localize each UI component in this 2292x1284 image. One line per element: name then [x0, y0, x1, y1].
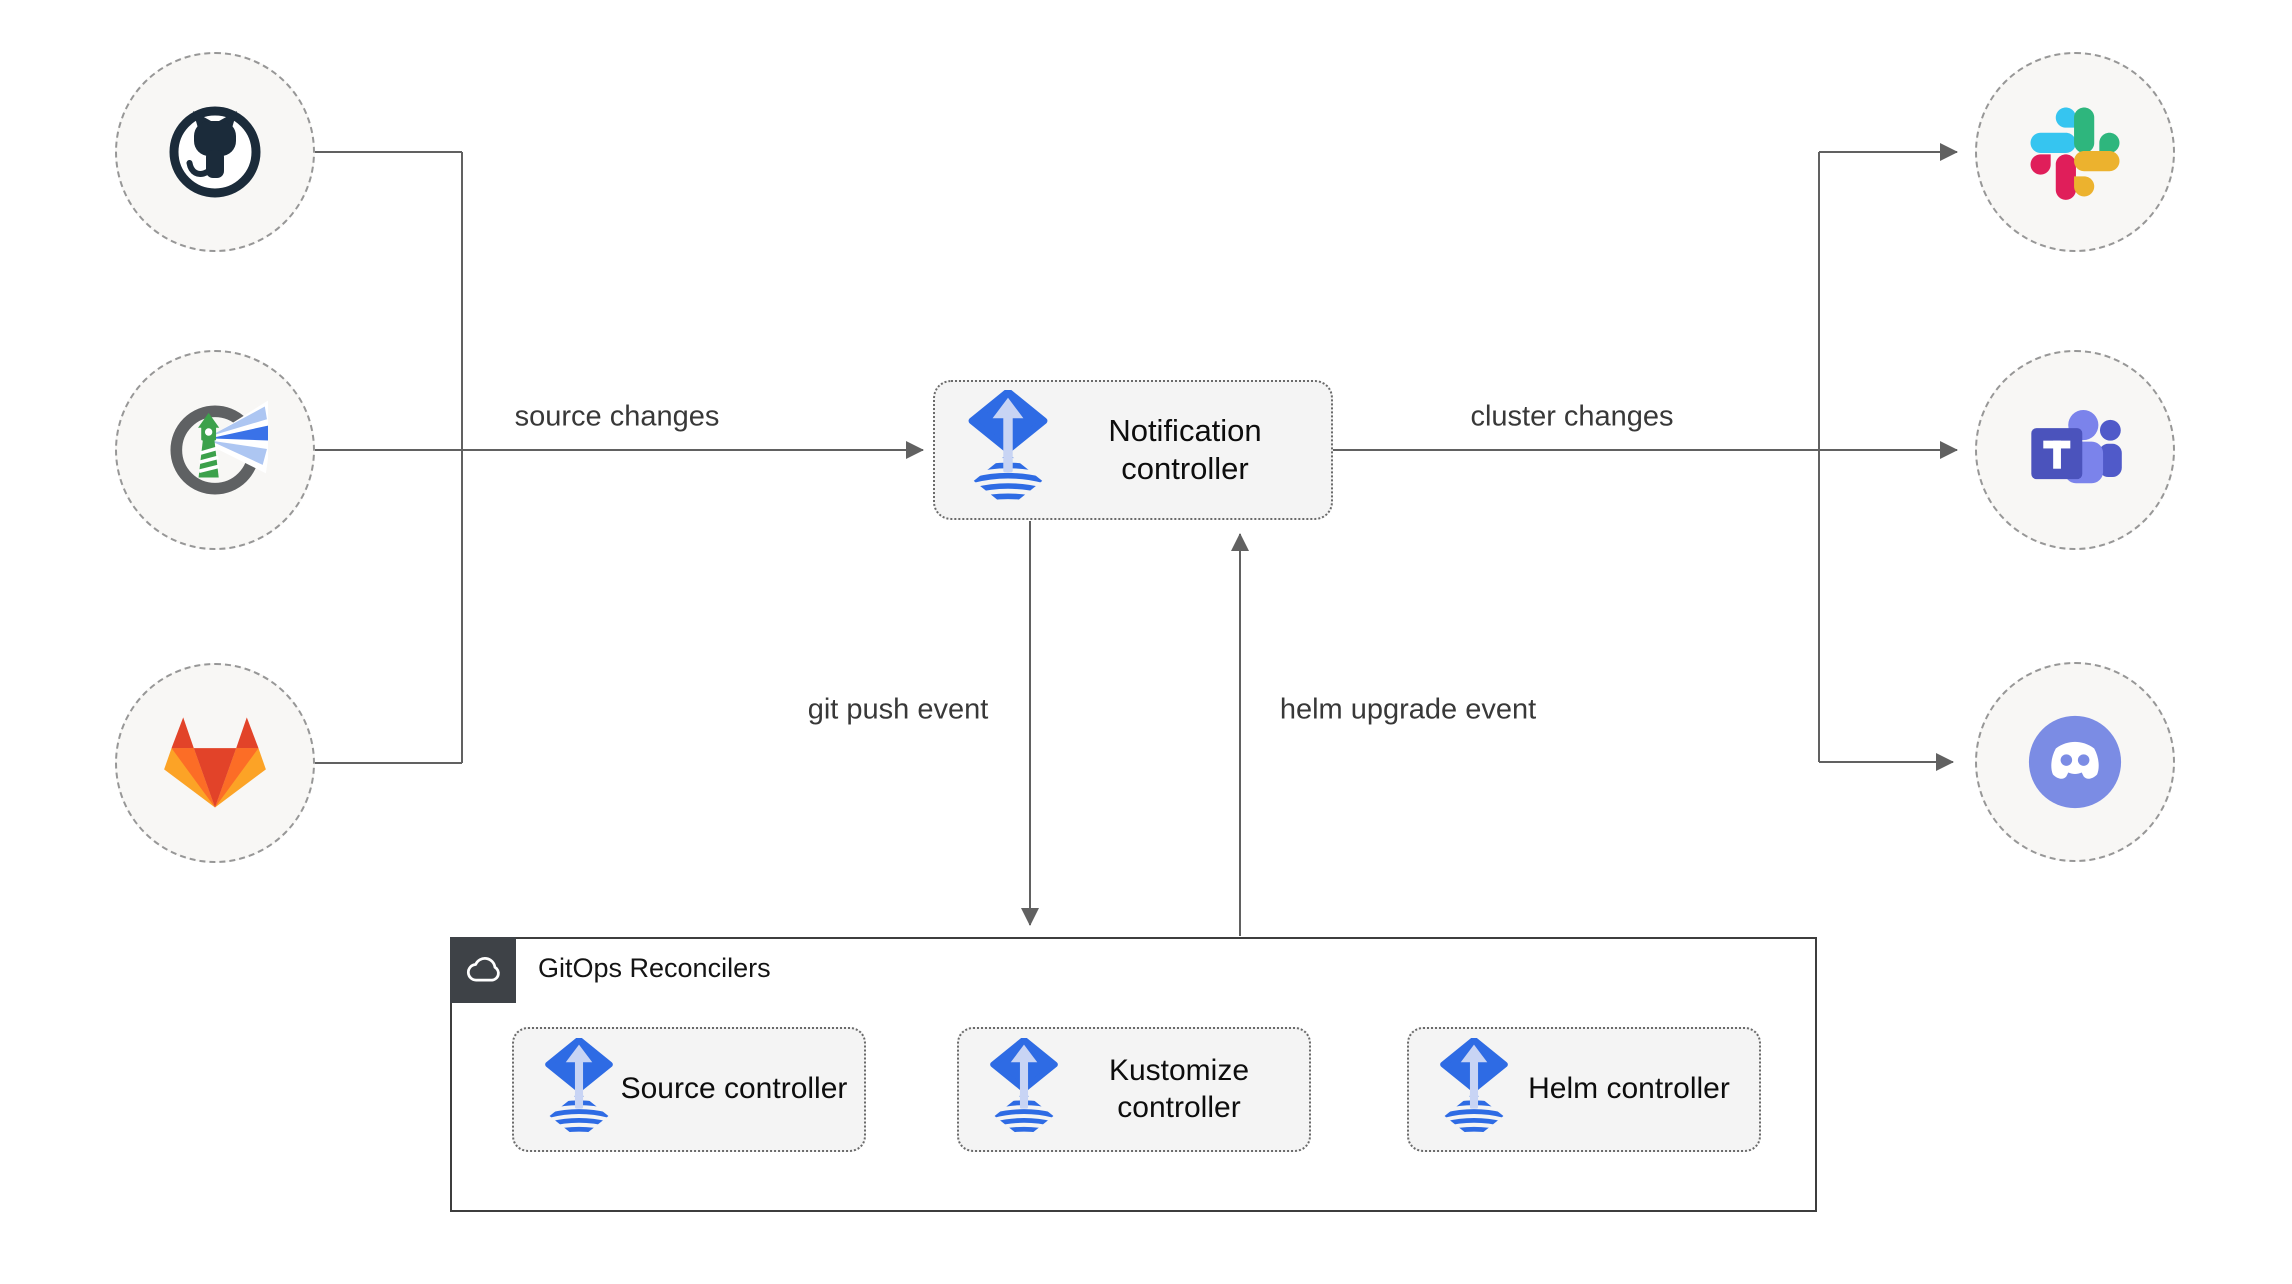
helm-controller-label: Helm controller — [1528, 1072, 1730, 1106]
label-cluster-changes: cluster changes — [1470, 400, 1674, 433]
flux-icon — [542, 1038, 616, 1141]
flux-icon — [1437, 1038, 1511, 1141]
flux-icon — [965, 390, 1051, 510]
github-node — [115, 52, 315, 252]
gitlab-icon — [162, 714, 268, 812]
label-source-changes: source changes — [514, 400, 720, 433]
label-git-push-event: git push event — [807, 693, 989, 726]
discord-icon — [2027, 714, 2123, 810]
helm-controller-node: Helm controller — [1407, 1027, 1761, 1152]
kustomize-controller-label: Kustomize controller — [1108, 1053, 1250, 1124]
notification-controller-node: Notification controller — [933, 380, 1333, 520]
source-controller-node: Source controller — [512, 1027, 866, 1152]
harbor-node — [115, 350, 315, 550]
notification-controller-label: Notification controller — [1108, 413, 1262, 486]
gitlab-node — [115, 663, 315, 863]
container-badge — [450, 937, 516, 1003]
container-title: GitOps Reconcilers — [538, 953, 771, 983]
harbor-icon — [162, 397, 268, 503]
discord-node — [1975, 662, 2175, 862]
cloud-icon — [461, 948, 505, 992]
source-controller-label: Source controller — [620, 1072, 848, 1106]
slack-icon — [2027, 104, 2123, 200]
teams-icon — [2023, 398, 2127, 502]
github-icon — [165, 102, 265, 202]
teams-node — [1975, 350, 2175, 550]
label-helm-upgrade-event: helm upgrade event — [1279, 693, 1537, 726]
flux-icon — [987, 1038, 1061, 1141]
kustomize-controller-node: Kustomize controller — [957, 1027, 1311, 1152]
slack-node — [1975, 52, 2175, 252]
